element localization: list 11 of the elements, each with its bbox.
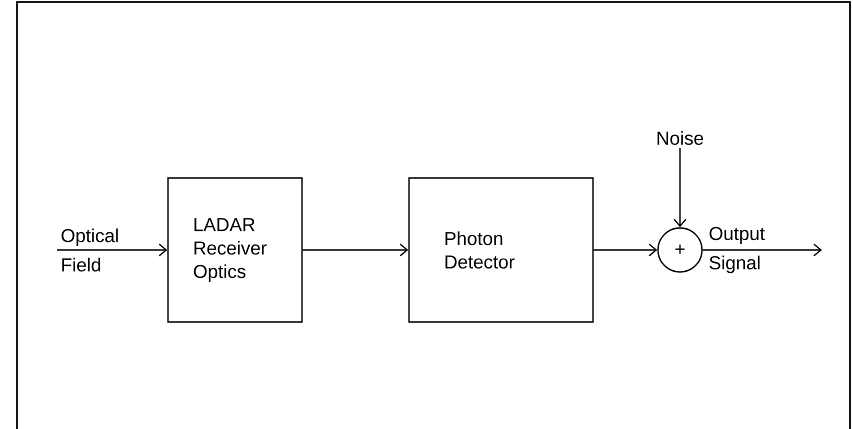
arrow	[702, 244, 822, 256]
summing-junction: +	[657, 227, 703, 273]
process-box: LADAR Receiver Optics	[167, 177, 303, 323]
input-label: Noise	[658, 131, 704, 145]
edge-label: Output Signal	[710, 226, 765, 274]
arrow	[594, 244, 658, 256]
arrow	[57, 244, 168, 256]
arrow	[302, 244, 408, 256]
process-box: Photon Detector	[408, 177, 594, 323]
arrow	[674, 148, 686, 228]
edge-label: Optical Field	[62, 228, 118, 272]
